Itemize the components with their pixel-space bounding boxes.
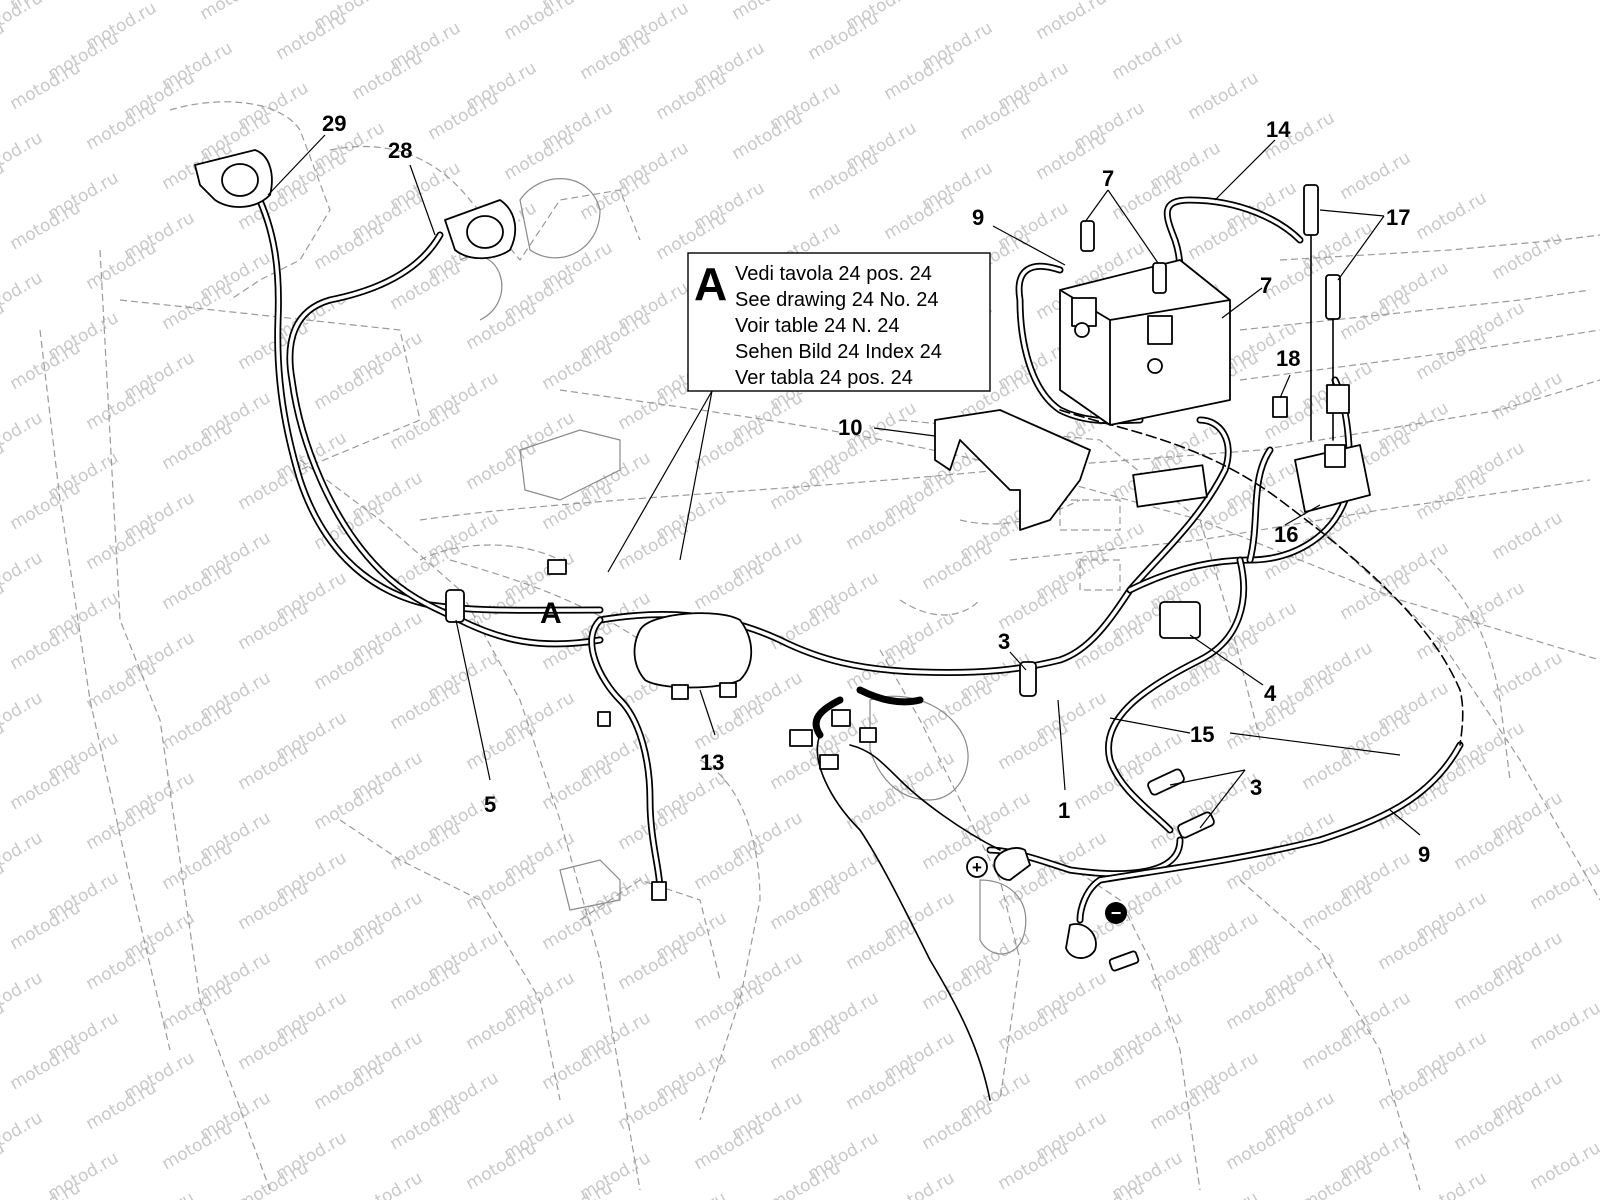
callout-28: 28 bbox=[388, 138, 412, 163]
battery-screws bbox=[1080, 220, 1167, 294]
watermark-text: motod.ru bbox=[653, 1188, 731, 1200]
watermark-text: motod.ru bbox=[957, 0, 1035, 4]
cable-tie-3a bbox=[1019, 661, 1037, 697]
legend-box: A Vedi tavola 24 pos. 24 See drawing 24 … bbox=[607, 252, 991, 573]
watermark-text: motod.ru bbox=[1185, 1188, 1263, 1200]
watermark-text: motod.ru bbox=[1527, 998, 1600, 1054]
watermark-text: motod.ru bbox=[349, 1168, 427, 1200]
callout-9-top: 9 bbox=[972, 205, 984, 230]
watermark-text: motod.ru bbox=[729, 0, 807, 24]
connector-mid-3 bbox=[819, 754, 839, 770]
fuse bbox=[1272, 396, 1288, 418]
battery-holder bbox=[934, 409, 1091, 531]
watermark-text: motod.ru bbox=[501, 0, 579, 44]
watermark-text: motod.ru bbox=[1109, 28, 1187, 84]
callout-7-right: 7 bbox=[1260, 273, 1272, 298]
connector-block bbox=[1132, 464, 1208, 508]
callout-5: 5 bbox=[484, 792, 496, 817]
leader-lines bbox=[267, 134, 1421, 836]
watermark-text: motod.ru bbox=[1527, 1138, 1600, 1194]
watermark-text: motod.ru bbox=[235, 1158, 313, 1200]
watermark-text: motod.ru bbox=[1489, 508, 1567, 564]
callout-1: 1 bbox=[1058, 798, 1070, 823]
cable-tie-5 bbox=[445, 589, 465, 623]
callout-3-bottom: 3 bbox=[1250, 775, 1262, 800]
connector-mid bbox=[831, 709, 851, 727]
watermark-text: motod.ru bbox=[121, 1188, 199, 1200]
watermark-text: motod.ru bbox=[881, 1168, 959, 1200]
callout-7-top: 7 bbox=[1102, 166, 1114, 191]
battery bbox=[1059, 259, 1231, 426]
legend-letter: A bbox=[694, 258, 727, 310]
bolts-17 bbox=[1303, 184, 1341, 441]
watermark-text: motod.ru bbox=[1337, 148, 1415, 204]
connector-mid-2 bbox=[789, 729, 813, 747]
cable-tie-4 bbox=[1159, 601, 1201, 639]
callout-13: 13 bbox=[700, 750, 724, 775]
ground-screw bbox=[1108, 950, 1140, 972]
legend-line-fr: Voir table 24 N. 24 bbox=[735, 315, 900, 337]
callout-9-bottom: 9 bbox=[1418, 842, 1430, 867]
callout-3-top: 3 bbox=[998, 629, 1010, 654]
watermark-text: motod.ru bbox=[1299, 1158, 1377, 1200]
negative-ring-terminal bbox=[1065, 923, 1097, 959]
connector-bottom bbox=[651, 881, 667, 901]
callout-16: 16 bbox=[1274, 522, 1298, 547]
callout-14: 14 bbox=[1266, 117, 1291, 142]
legend-line-en: See drawing 24 No. 24 bbox=[735, 289, 938, 311]
starter-relay bbox=[1294, 384, 1371, 513]
connector-lower-left bbox=[597, 711, 611, 727]
minus-symbol: − bbox=[1111, 903, 1122, 923]
watermark-text: motod.ru bbox=[0, 0, 46, 44]
callout-10: 10 bbox=[838, 415, 862, 440]
watermark-text: motod.ru bbox=[1185, 68, 1263, 124]
components bbox=[194, 149, 1371, 972]
watermark-text: motod.ru bbox=[1489, 648, 1567, 704]
legend-line-it: Vedi tavola 24 pos. 24 bbox=[735, 263, 932, 285]
callout-4: 4 bbox=[1264, 681, 1277, 706]
callout-18: 18 bbox=[1276, 346, 1300, 371]
cable-tie-3c bbox=[1177, 811, 1215, 839]
watermark-text: motod.ru bbox=[197, 0, 275, 24]
watermark-text: motod.ru bbox=[1489, 368, 1567, 424]
legend-line-de: Sehen Bild 24 Index 24 bbox=[735, 341, 942, 363]
suppressor-unit bbox=[633, 612, 753, 700]
reference-marker-a: A bbox=[540, 597, 562, 630]
connector-mid-4 bbox=[859, 727, 877, 743]
callout-17: 17 bbox=[1386, 205, 1410, 230]
legend-line-es: Ver tabla 24 pos. 24 bbox=[735, 367, 913, 389]
plus-symbol: + bbox=[972, 858, 982, 877]
watermark-text: motod.ru bbox=[1413, 1168, 1491, 1200]
watermark-text: motod.ru bbox=[1527, 858, 1600, 914]
watermark-text: motod.ru bbox=[1413, 188, 1491, 244]
polarity-symbols: + − bbox=[966, 856, 1127, 924]
callout-29: 29 bbox=[322, 111, 346, 136]
callout-numbers: 29 28 14 7 7 9 17 18 10 16 3 4 15 3 13 5… bbox=[322, 111, 1430, 867]
watermark-text: motod.ru bbox=[1489, 228, 1567, 284]
connector-front bbox=[547, 559, 567, 575]
main-wiring-harness bbox=[251, 186, 1464, 1101]
positive-terminal-boot bbox=[993, 847, 1031, 881]
cable-tie-3b bbox=[1147, 768, 1185, 796]
watermark-text: motod.ru bbox=[767, 1158, 845, 1200]
watermark-text: motod.ru bbox=[425, 0, 503, 4]
watermark-text: motod.ru bbox=[1033, 0, 1111, 44]
callout-15: 15 bbox=[1190, 722, 1214, 747]
